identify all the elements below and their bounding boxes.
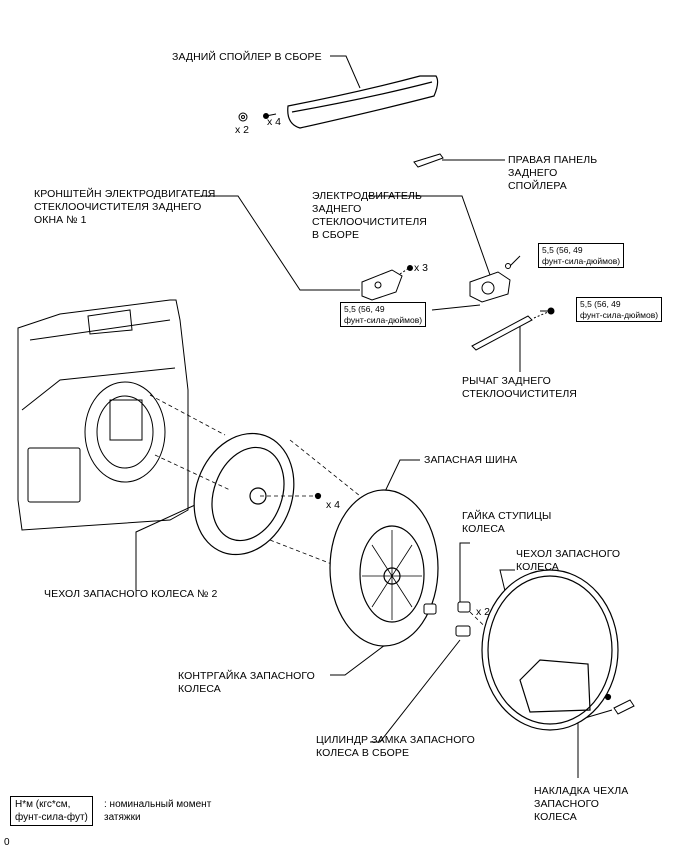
lock-nut bbox=[423, 603, 437, 615]
label-cover-2: ЧЕХОЛ ЗАПАСНОГО КОЛЕСА № 2 bbox=[44, 588, 218, 600]
back-door bbox=[17, 299, 189, 531]
cover-pad bbox=[613, 699, 635, 715]
leader-hub-nut bbox=[459, 542, 470, 602]
spare-wheel-cover-2 bbox=[193, 432, 322, 556]
label-lock-cylinder: ЦИЛИНДР ЗАМКА ЗАПАСНОГО КОЛЕСА В СБОРЕ bbox=[316, 734, 475, 759]
qty-bracket-bolt: x 3 bbox=[414, 262, 429, 274]
qty-hub-nut: x 2 bbox=[476, 606, 491, 618]
qty-spoiler-nut: x 2 bbox=[235, 124, 250, 136]
label-cover: ЧЕХОЛ ЗАПАСНОГО КОЛЕСА bbox=[516, 548, 621, 573]
legend-units-box: Н*м (кгс*см, фунт-сила-фут) bbox=[10, 796, 93, 826]
leader-torque-2 bbox=[431, 304, 481, 311]
wiper-bracket bbox=[361, 265, 413, 301]
spoiler-bolt bbox=[263, 113, 277, 119]
wiper-arm bbox=[471, 307, 555, 351]
spoiler-panel bbox=[413, 153, 444, 168]
corner-code: 0 bbox=[4, 837, 10, 848]
label-motor: ЭЛЕКТРОДВИГАТЕЛЬ ЗАДНЕГО СТЕКЛООЧИСТИТЕЛ… bbox=[312, 190, 427, 241]
leader-tire bbox=[379, 459, 420, 503]
label-spoiler: ЗАДНИЙ СПОЙЛЕР В СБОРЕ bbox=[172, 51, 322, 63]
legend-description: : номинальный момент затяжки bbox=[104, 799, 212, 823]
spoiler-nut bbox=[238, 112, 248, 122]
qty-cover-bolt: x 4 bbox=[326, 499, 341, 511]
torque-spec-motor: 5,5 (56, 49 фунт-сила-дюймов) bbox=[538, 243, 625, 268]
qty-spoiler-bolt: x 4 bbox=[267, 116, 282, 128]
rear-spoiler bbox=[287, 75, 439, 129]
lock-cylinder bbox=[455, 625, 471, 637]
spare-tire bbox=[329, 489, 439, 647]
torque-spec-bracket: 5,5 (56, 49 фунт-сила-дюймов) bbox=[340, 302, 427, 327]
label-hub-nut: ГАЙКА СТУПИЦЫ КОЛЕСА bbox=[462, 510, 552, 535]
leader-bracket bbox=[200, 195, 360, 291]
leader-motor bbox=[368, 195, 491, 276]
label-cover-pad: НАКЛАДКА ЧЕХЛА ЗАПАСНОГО КОЛЕСА bbox=[534, 785, 629, 823]
hub-nut bbox=[457, 601, 471, 613]
leader-cover2 bbox=[135, 504, 196, 590]
label-spoiler-panel: ПРАВАЯ ПАНЕЛЬ ЗАДНЕГО СПОЙЛЕРА bbox=[508, 154, 598, 192]
torque-spec-arm: 5,5 (56, 49 фунт-сила-дюймов) bbox=[576, 297, 663, 322]
leader-spoiler bbox=[330, 55, 361, 89]
label-lock-nut: КОНТРГАЙКА ЗАПАСНОГО КОЛЕСА bbox=[178, 670, 315, 695]
label-wiper-arm: РЫЧАГ ЗАДНЕГО СТЕКЛООЧИСТИТЕЛЯ bbox=[462, 375, 577, 400]
label-spare-tire: ЗАПАСНАЯ ШИНА bbox=[424, 454, 518, 466]
label-bracket: КРОНШТЕЙН ЭЛЕКТРОДВИГАТЕЛЯ СТЕКЛООЧИСТИТ… bbox=[34, 188, 216, 226]
spare-wheel-cover bbox=[481, 569, 619, 731]
wiper-motor bbox=[469, 263, 511, 303]
leader-lockcyl bbox=[370, 639, 461, 743]
